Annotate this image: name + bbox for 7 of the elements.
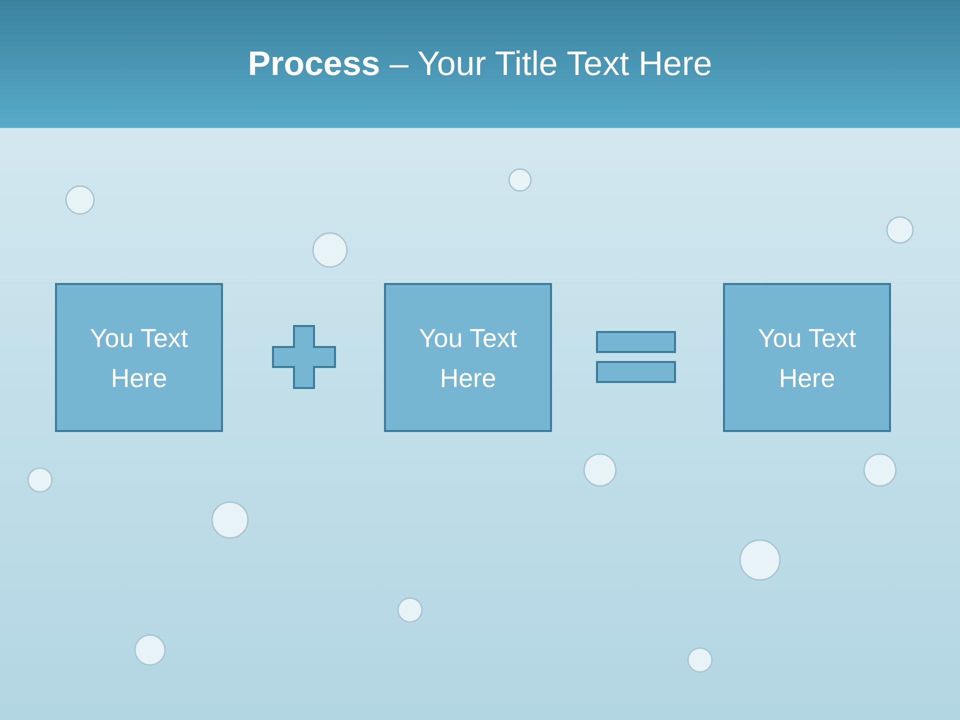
text-box (384, 283, 552, 432)
title: Process – Your Title Text Here (248, 44, 712, 84)
box-text: You Text Here (88, 322, 190, 394)
text-box (55, 283, 223, 432)
box-text: You Text Here (418, 322, 518, 394)
text-box (723, 283, 891, 432)
box-text: You Text Here (756, 322, 858, 394)
